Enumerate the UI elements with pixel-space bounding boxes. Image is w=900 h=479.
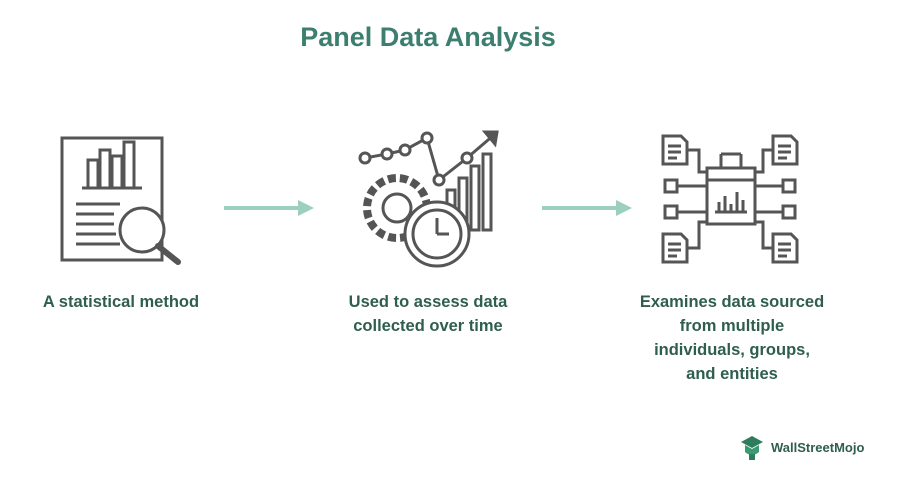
caption-line: Used to assess data xyxy=(348,293,508,311)
logo-text: WallStreetMojo xyxy=(771,439,865,455)
caption-line: collected over time xyxy=(353,317,503,335)
arrow-right-icon xyxy=(542,200,632,216)
arrow-right-icon xyxy=(224,200,314,216)
step-2-caption: Used to assess data collected over time xyxy=(318,290,538,338)
caption-line: Examines data sourced xyxy=(639,293,825,311)
caption-line: individuals, groups, xyxy=(654,341,810,359)
caption-line: and entities xyxy=(686,365,778,383)
caption-line: A statistical method xyxy=(42,293,200,311)
diagram-title: Panel Data Analysis xyxy=(300,22,556,52)
caption-line: from multiple xyxy=(679,317,785,335)
step-1-caption: A statistical method xyxy=(16,290,226,314)
step-3-caption: Examines data sourced from multiple indi… xyxy=(622,290,842,386)
logo-mark-icon xyxy=(741,436,763,460)
report-magnifier-icon xyxy=(60,136,181,265)
data-network-icon xyxy=(661,134,799,264)
gears-clock-growth-icon xyxy=(358,130,499,268)
wallstreetmojo-logo: WallStreetMojo xyxy=(737,432,864,462)
